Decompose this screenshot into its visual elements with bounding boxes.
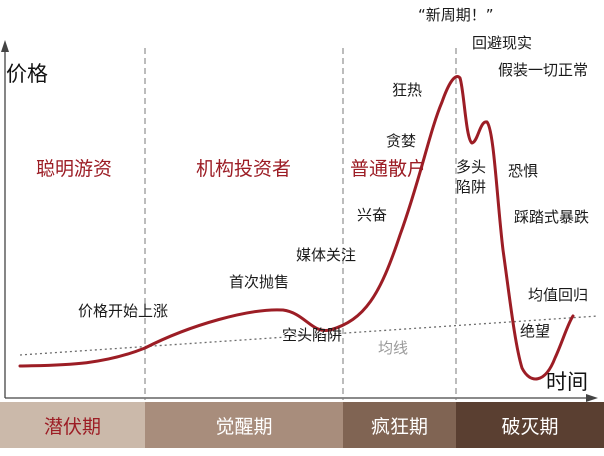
mean-line-label: 均线	[378, 339, 409, 357]
event-denial: 回避现实	[472, 34, 533, 52]
investor-institutions: 机构投资者	[196, 158, 292, 180]
event-mania: 狂热	[392, 81, 423, 99]
phase-blowoff: 破灭期	[501, 415, 559, 438]
phase-band-2	[145, 402, 343, 448]
y-axis-arrow	[1, 40, 9, 52]
event-despair: 绝望	[520, 322, 551, 340]
event-media: 媒体关注	[296, 246, 357, 264]
phase-band-1	[0, 402, 145, 448]
phase-band-3	[343, 402, 456, 448]
investor-retail: 普通散户	[350, 158, 427, 180]
x-axis-arrow	[586, 394, 598, 402]
investor-smart-money: 聪明游资	[36, 158, 113, 180]
phase-awareness: 觉醒期	[215, 415, 273, 438]
y-axis-label: 价格	[6, 62, 48, 86]
x-axis-label: 时间	[546, 370, 588, 394]
event-capitulation: 踩踏式暴跌	[514, 208, 590, 226]
price-curve	[18, 75, 575, 381]
event-mean-revert: 均值回归	[528, 286, 589, 304]
event-excitement: 兴奋	[357, 206, 388, 224]
event-first-sell: 首次抛售	[229, 273, 290, 291]
event-new-paradigm: “新周期！”	[418, 6, 494, 24]
phase-latent: 潜伏期	[43, 415, 101, 438]
event-short-trap: 空头陷阱	[282, 326, 343, 344]
mean-line	[19, 315, 599, 356]
event-complacency: 假装一切正常	[498, 61, 589, 79]
event-fear: 恐惧	[508, 162, 539, 180]
phase-mania: 疯狂期	[370, 415, 428, 438]
event-bull-trap: 多头陷阱	[456, 158, 487, 196]
phase-band-4	[456, 402, 604, 448]
event-price-start: 价格开始上涨	[78, 302, 169, 320]
event-greed: 贪婪	[386, 132, 417, 150]
